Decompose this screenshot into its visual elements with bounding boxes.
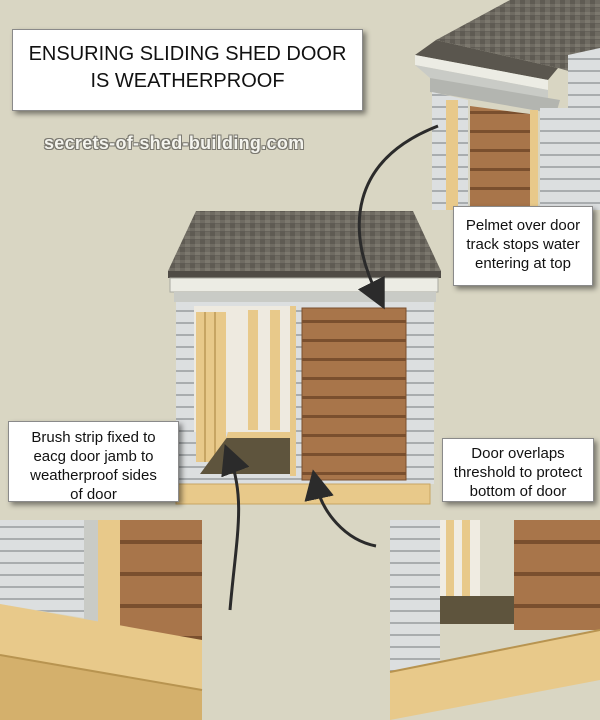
website-watermark: secrets-of-shed-building.com <box>44 133 305 153</box>
title-line-2: IS WEATHERPROOF <box>90 70 285 92</box>
brush-callout-line: Brush strip fixed to <box>31 429 156 446</box>
threshold-detail <box>389 520 600 720</box>
brush-strip-callout: Brush strip fixed to eacg door jamb to w… <box>8 421 179 503</box>
brush-callout-line: eacg door jamb to <box>33 448 154 465</box>
overlap-callout-line: Door overlaps <box>471 445 565 462</box>
brush-callout-line: of door <box>70 486 117 503</box>
title-line-1: ENSURING SLIDING SHED DOOR <box>28 43 347 65</box>
door-overlap-callout: Door overlaps threshold to protect botto… <box>442 438 594 502</box>
pelmet-callout-line: track stops water <box>466 236 580 253</box>
title-box: ENSURING SLIDING SHED DOOR IS WEATHERPRO… <box>12 29 363 111</box>
overlap-callout-line: bottom of door <box>469 483 567 500</box>
brush-callout-line: weatherproof sides <box>30 467 157 484</box>
overlap-callout-line: threshold to protect <box>453 464 583 481</box>
threshold-arrow <box>304 469 377 548</box>
pelmet-callout-line: Pelmet over door <box>465 217 581 234</box>
pelmet-detail <box>415 0 600 210</box>
pelmet-arrow <box>357 124 439 310</box>
pelmet-callout: Pelmet over door track stops water enter… <box>453 206 593 286</box>
brush-strip-arrow <box>221 443 250 611</box>
shed-main <box>168 211 441 505</box>
pelmet-callout-line: entering at top <box>475 255 571 272</box>
brush-strip-detail <box>0 520 203 720</box>
